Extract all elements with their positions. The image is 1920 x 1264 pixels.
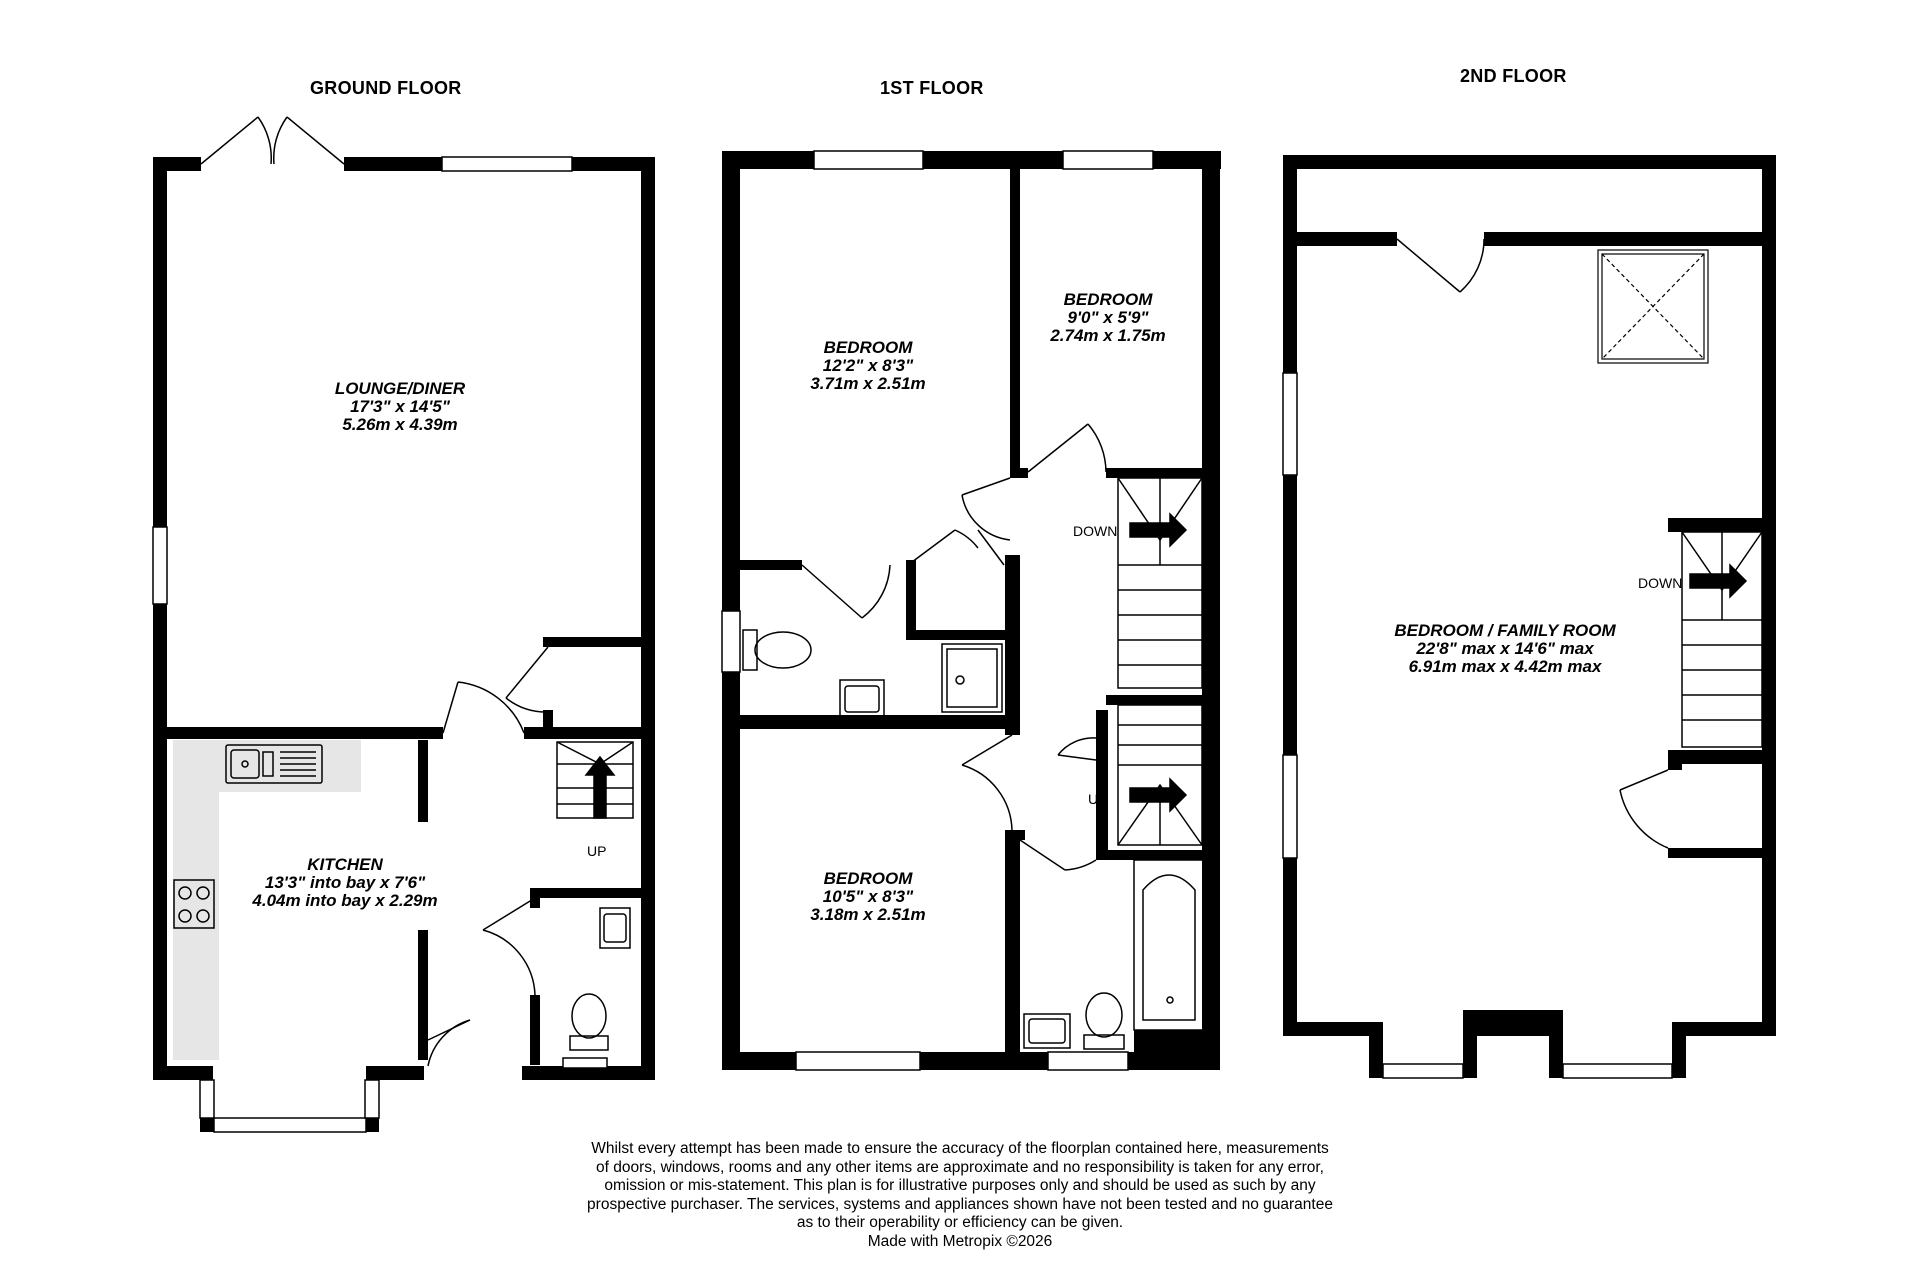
window [364, 1079, 380, 1119]
window [1562, 1063, 1673, 1079]
window [441, 156, 573, 172]
first-floor-plan [721, 150, 1221, 1071]
window [152, 526, 168, 605]
second-floor-plan [1282, 155, 1776, 1079]
basin-icon [1023, 1013, 1071, 1049]
stair-label-up: UP [587, 843, 606, 859]
window [1382, 1063, 1464, 1079]
room-dimensions-imperial: 9'0" x 5'9" [1068, 308, 1150, 327]
room-label-bedroom-3: BEDROOM 10'5" x 8'3" 3.18m x 2.51m [810, 869, 925, 924]
window [1282, 754, 1298, 859]
stair-label-down: DOWN [1638, 575, 1682, 591]
window [199, 1079, 215, 1119]
room-dimensions-metric: 5.26m x 4.39m [342, 415, 457, 434]
room-label-bedroom-1: BEDROOM 12'2" x 8'3" 3.71m x 2.51m [810, 338, 925, 393]
toilet-icon [742, 629, 812, 671]
room-dimensions-imperial: 10'5" x 8'3" [823, 887, 914, 906]
room-label-lounge-diner: LOUNGE/DINER 17'3" x 14'5" 5.26m x 4.39m [335, 379, 466, 434]
disclaimer-line: Whilst every attempt has been made to en… [591, 1140, 1329, 1157]
window [562, 1057, 608, 1069]
ground-stairs-icon [556, 741, 634, 819]
hob-icon [173, 879, 215, 929]
disclaimer-line: of doors, windows, rooms and any other i… [595, 1158, 1324, 1176]
airing-cupboard [1134, 1030, 1204, 1054]
window [795, 1051, 921, 1071]
room-name: KITCHEN [307, 855, 383, 874]
disclaimer-line: Made with Metropix ©2026 [867, 1232, 1053, 1250]
room-dimensions-metric: 3.71m x 2.51m [810, 374, 925, 393]
toilet-icon [1083, 992, 1125, 1050]
disclaimer-line: as to their operability or efficiency ca… [796, 1214, 1124, 1231]
room-dimensions-imperial: 22'8" max x 14'6" max [1415, 639, 1595, 658]
room-name: BEDROOM [1064, 290, 1154, 309]
stair-label-down: DOWN [1073, 523, 1117, 539]
skylight-icon [1597, 249, 1709, 364]
room-label-bedroom-2: BEDROOM 9'0" x 5'9" 2.74m x 1.75m [1049, 290, 1165, 345]
first-windows [721, 150, 1154, 1071]
basin-icon [839, 679, 885, 717]
second-doors [1396, 238, 1669, 849]
basin-icon [599, 907, 631, 949]
kitchen-counter [173, 740, 219, 1060]
shower-icon [941, 643, 1003, 713]
toilet-icon [569, 993, 609, 1051]
floor-title-first: 1ST FLOOR [880, 78, 984, 98]
room-dimensions-metric: 6.91m max x 4.42m max [1409, 657, 1603, 676]
window [213, 1117, 367, 1133]
room-name: BEDROOM [824, 869, 914, 888]
window [813, 150, 924, 170]
window [1047, 1051, 1129, 1071]
window [1062, 150, 1154, 170]
room-dimensions-imperial: 12'2" x 8'3" [823, 356, 914, 375]
first-stairs-icon [1117, 477, 1203, 846]
kitchen-sink-icon [225, 744, 323, 784]
ground-doors [427, 646, 549, 1067]
room-dimensions-metric: 2.74m x 1.75m [1049, 326, 1165, 345]
room-name: BEDROOM [824, 338, 914, 357]
second-stairs-icon [1681, 531, 1763, 748]
room-label-family-room: BEDROOM / FAMILY ROOM 22'8" max x 14'6" … [1394, 621, 1616, 676]
bath-icon [1133, 859, 1205, 1031]
stair-label-up: UP [1088, 791, 1107, 807]
window [1282, 372, 1298, 476]
disclaimer-line: omission or mis-statement. This plan is … [604, 1177, 1316, 1194]
room-dimensions-imperial: 17'3" x 14'5" [350, 397, 451, 416]
room-dimensions-imperial: 13'3" into bay x 7'6" [265, 873, 426, 892]
disclaimer-line: prospective purchaser. The services, sys… [587, 1195, 1333, 1213]
first-doors [801, 423, 1107, 871]
french-doors-icon [200, 116, 345, 165]
second-windows [1282, 372, 1673, 1079]
disclaimer: Whilst every attempt has been made to en… [460, 1140, 1460, 1251]
first-walls [722, 151, 1221, 1070]
floor-title-second: 2ND FLOOR [1460, 66, 1567, 86]
window [721, 610, 741, 673]
ground-windows [152, 156, 608, 1133]
second-walls [1283, 155, 1776, 1078]
room-name: LOUNGE/DINER [335, 379, 466, 398]
room-dimensions-metric: 3.18m x 2.51m [810, 905, 925, 924]
room-label-kitchen: KITCHEN 13'3" into bay x 7'6" 4.04m into… [251, 855, 437, 910]
ground-walls [153, 157, 655, 1132]
room-name: BEDROOM / FAMILY ROOM [1394, 621, 1616, 640]
floor-title-ground: GROUND FLOOR [310, 78, 462, 98]
ground-floor-plan [152, 116, 655, 1133]
room-dimensions-metric: 4.04m into bay x 2.29m [251, 891, 437, 910]
